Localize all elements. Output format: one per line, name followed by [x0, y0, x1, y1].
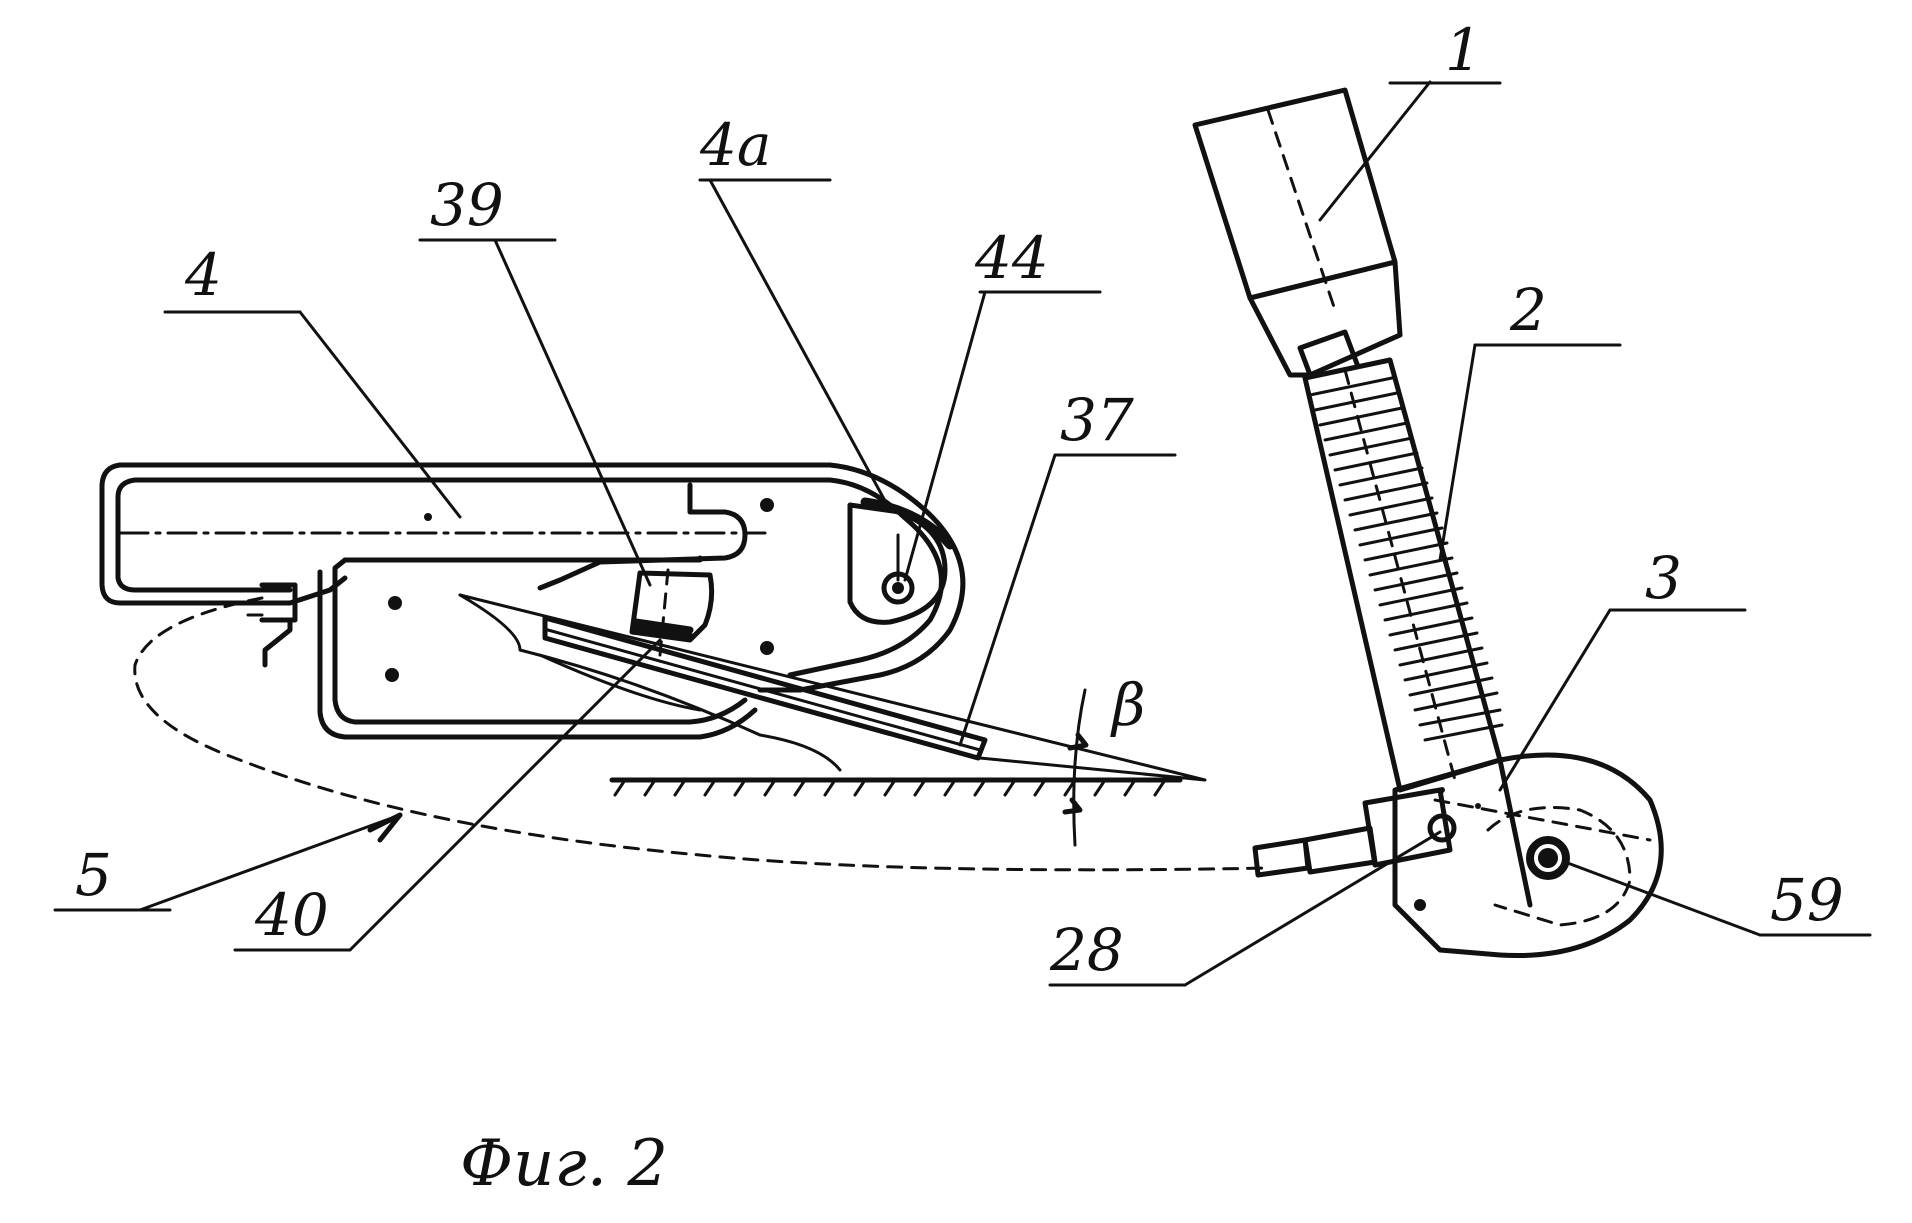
- label-3: 3: [1645, 544, 1682, 612]
- angle-beta: [1062, 688, 1089, 847]
- label-37: 37: [1060, 386, 1134, 454]
- label-1: 1: [1445, 16, 1482, 84]
- figure-caption: Фиг. 2: [460, 1127, 668, 1201]
- label-59: 59: [1770, 866, 1844, 934]
- label-28: 28: [1049, 916, 1124, 984]
- label-5: 5: [75, 841, 112, 909]
- housing-4: [99, 462, 966, 740]
- label-40: 40: [254, 881, 329, 949]
- insert-39: [629, 568, 715, 657]
- label-39: 39: [430, 171, 504, 239]
- pivot-44: [847, 497, 955, 625]
- joint-3: [1252, 752, 1664, 959]
- blade-37: [458, 593, 1207, 782]
- bellows-2: [1302, 357, 1504, 793]
- ground-line: [609, 777, 1183, 797]
- label-4a: 4a: [699, 111, 771, 179]
- label-4: 4: [184, 241, 222, 309]
- label-2: 2: [1509, 276, 1547, 344]
- label-beta: β: [1110, 671, 1146, 739]
- leader-lines: [53, 80, 1872, 987]
- label-44: 44: [974, 224, 1049, 292]
- handle-1: [1192, 87, 1403, 391]
- cable-5: [133, 596, 1272, 872]
